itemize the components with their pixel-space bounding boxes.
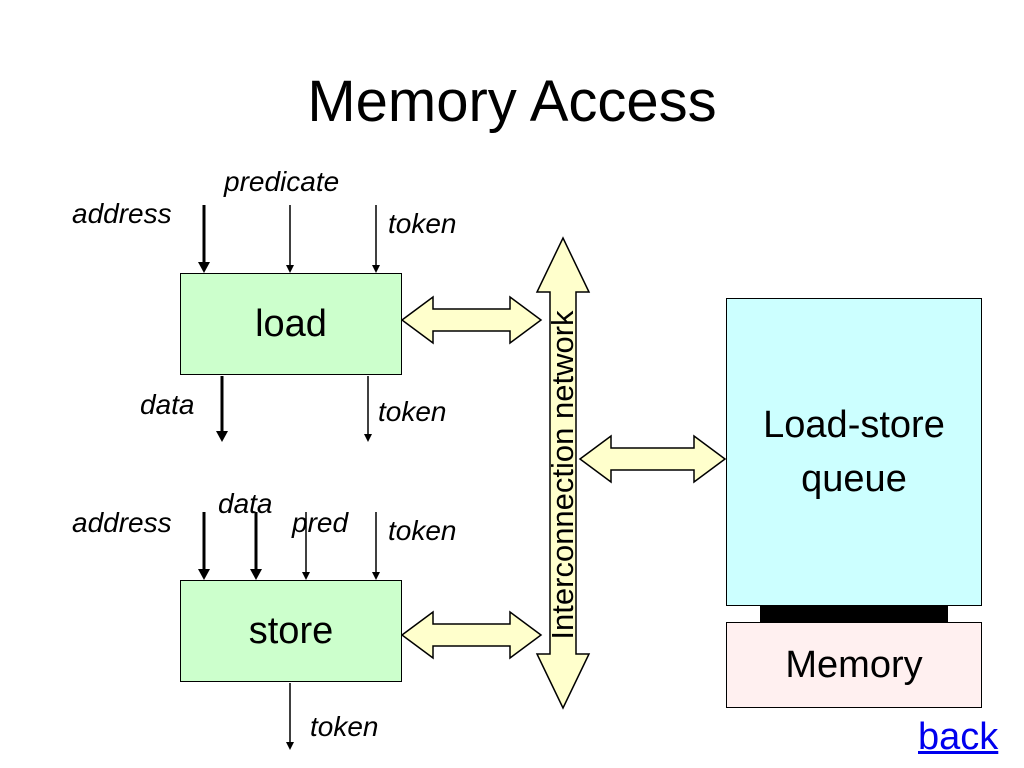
memory-block: Memory xyxy=(726,622,982,708)
store-address-label: address xyxy=(72,507,172,538)
load-token-out-label: token xyxy=(378,396,447,427)
load-predicate-label: predicate xyxy=(224,166,340,197)
store-network-link xyxy=(400,610,543,660)
load-store-queue: Load-store queue xyxy=(726,298,982,606)
store-token-in-label: token xyxy=(388,515,457,546)
network-lsq-link xyxy=(578,434,727,484)
store-unit: store xyxy=(180,580,402,682)
load-network-link xyxy=(400,295,543,345)
memory-label: Memory xyxy=(785,643,923,686)
store-data-label: data xyxy=(218,488,273,519)
load-token-in-label: token xyxy=(388,208,457,239)
lsq-memory-connector xyxy=(760,606,948,622)
back-link[interactable]: back xyxy=(918,716,999,758)
interconnection-network-label: Interconnection network xyxy=(545,310,580,640)
load-address-label: address xyxy=(72,198,172,229)
store-token-out-label: token xyxy=(310,711,379,742)
load-unit-label: load xyxy=(255,302,327,345)
lsq-label-line2: queue xyxy=(801,458,907,500)
page-title: Memory Access xyxy=(307,69,717,134)
store-unit-label: store xyxy=(248,609,334,652)
store-pred-label: pred xyxy=(292,507,349,538)
load-data-label: data xyxy=(140,389,195,420)
interconnection-network-bus xyxy=(535,236,591,710)
load-unit: load xyxy=(180,273,402,375)
lsq-label-line1: Load-store xyxy=(763,404,945,446)
